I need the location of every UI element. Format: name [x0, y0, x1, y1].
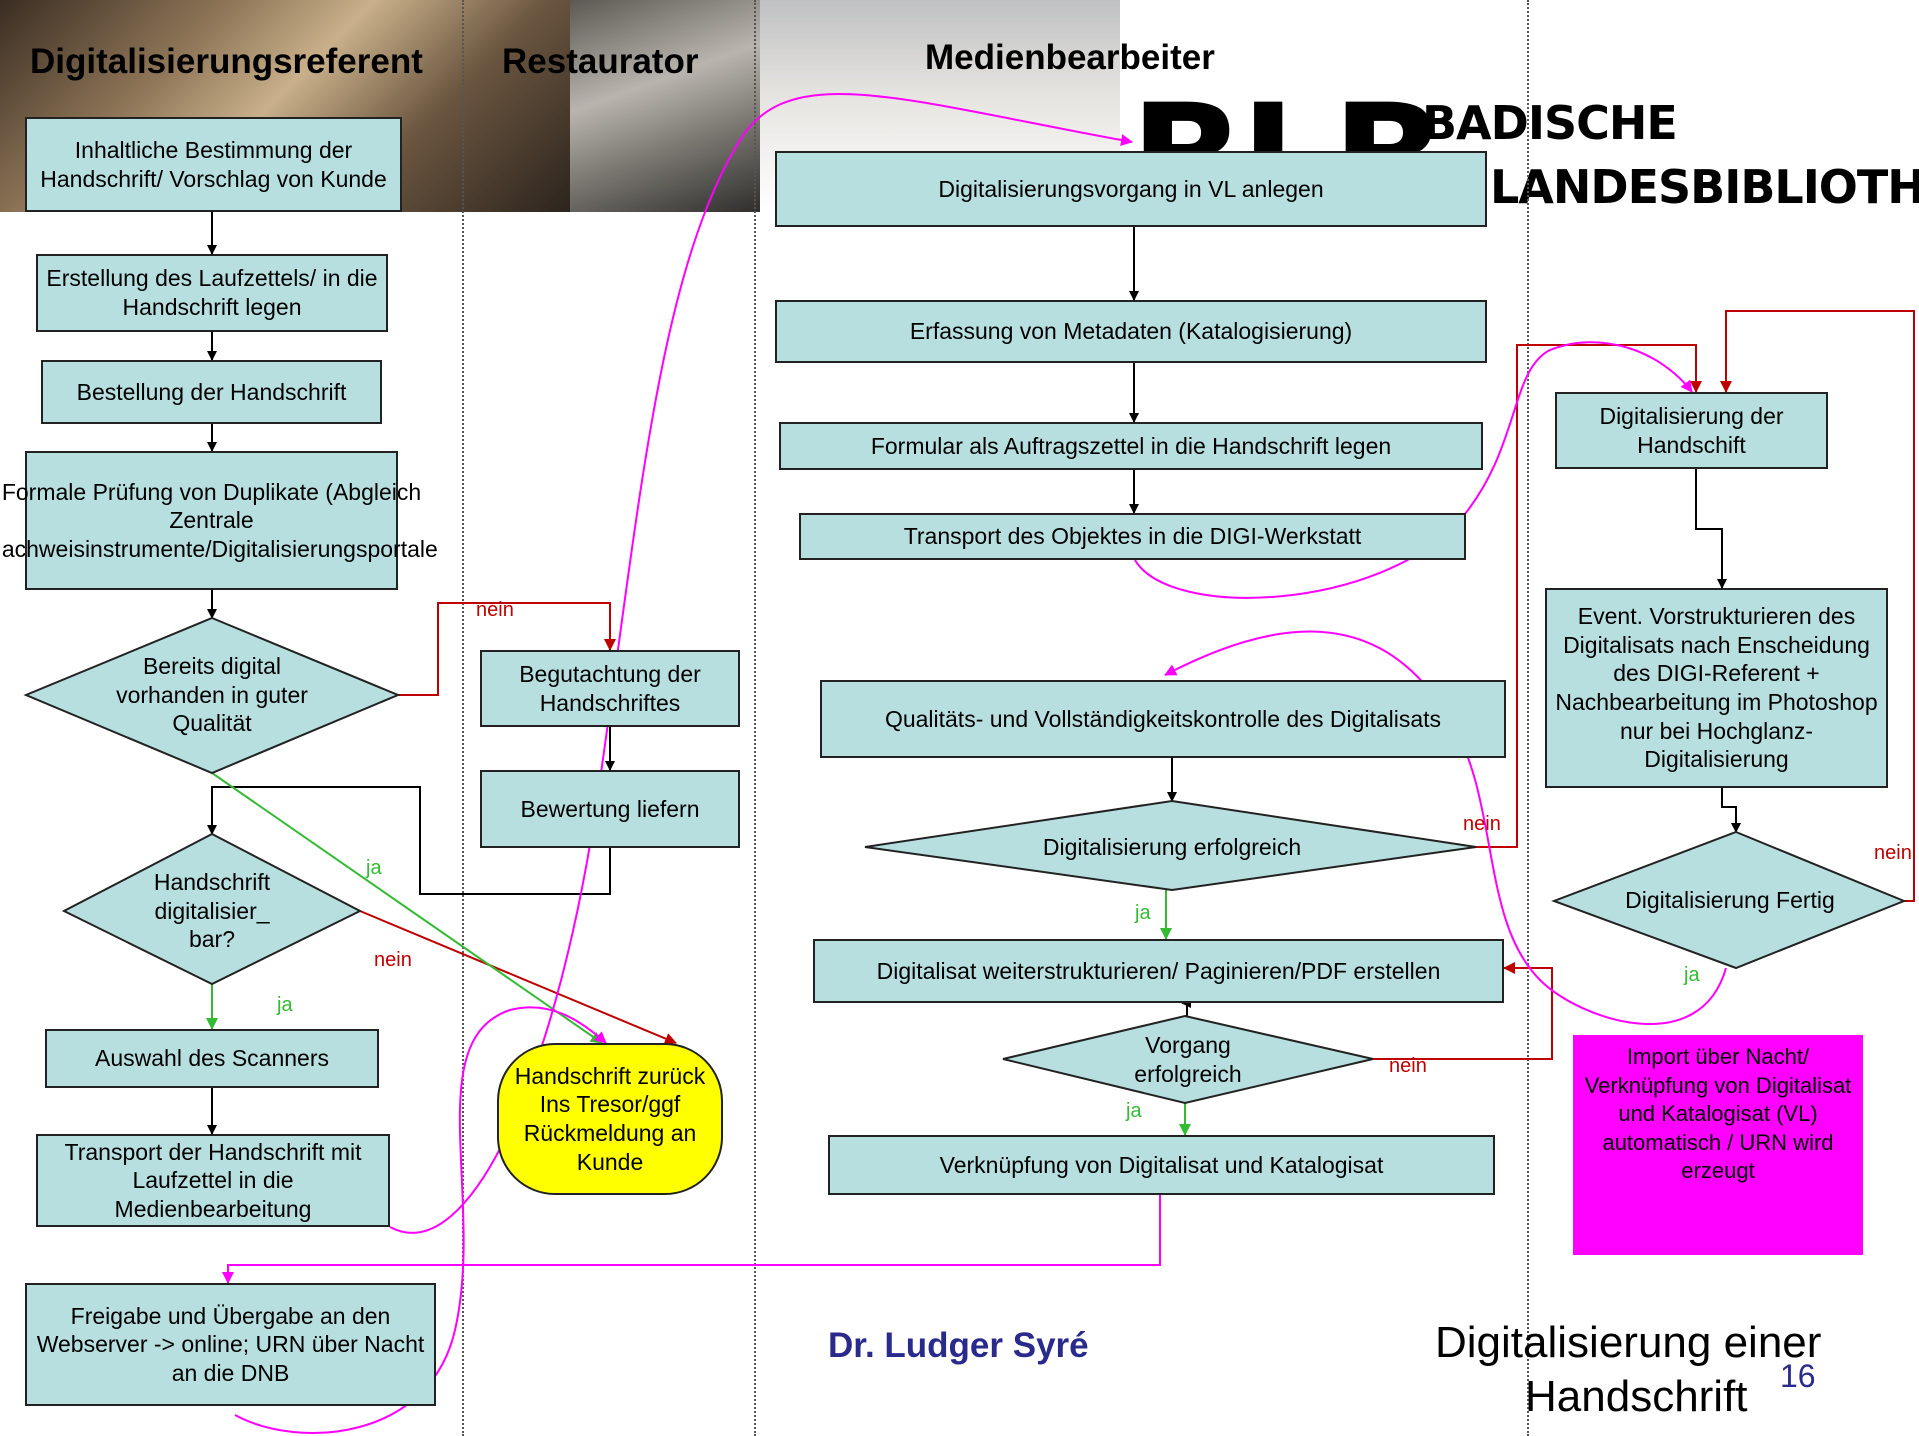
terminal-handschrift-zurueck: Handschrift zurück Ins Tresor/ggf Rückme… — [497, 1043, 723, 1195]
logo-text-landesbibliothek: LANDESBIBLIOTHEK — [1490, 160, 1919, 214]
nein-d3-w1 — [1476, 344, 1702, 848]
box-begutachtung: Begutachtung der Handschriftes — [480, 650, 740, 727]
box-formular-auftragszettel: Formular als Auftragszettel in die Hands… — [779, 422, 1483, 470]
flow-m4-to-w1 — [1134, 341, 1693, 599]
box-import-ueber-nacht: Import über Nacht/ Verknüpfung von Digit… — [1573, 1035, 1863, 1255]
logo-text-badische: BADISCHE — [1422, 96, 1678, 150]
box-bestellung-handschrift: Bestellung der Handschrift — [41, 360, 382, 424]
lane-header-restaurator: Restaurator — [502, 42, 699, 81]
box-formale-pruefung: Formale Prüfung von Duplikate (Abgleich … — [0, 451, 438, 590]
box-transport-objekt: Transport des Objektes in die DIGI-Werks… — [799, 513, 1466, 560]
blb-logo-letters: BLB — [1130, 85, 1442, 155]
decision-digitalisierung-fertig-shape — [1551, 830, 1907, 970]
box-bewertung-liefern: Bewertung liefern — [480, 770, 740, 848]
label-ja-d3: ja — [1135, 902, 1151, 924]
decision-vorgang-erfolgreich: Vorgang erfolgreich — [1134, 1032, 1242, 1087]
label-nein-d4: nein — [1389, 1055, 1427, 1077]
box-metadaten-erfassung: Erfassung von Metadaten (Katalogisierung… — [775, 300, 1487, 363]
nein-d4-m6 — [1373, 962, 1553, 1060]
lane-divider-1 — [462, 0, 464, 1436]
lane-divider-3 — [1527, 0, 1529, 1436]
nein-d1-r1 — [398, 602, 616, 696]
box-verknuepfung: Verknüpfung von Digitalisat und Katalogi… — [828, 1135, 1495, 1195]
box-weiterstrukturieren: Digitalisat weiterstrukturieren/ Paginie… — [813, 939, 1504, 1003]
arrow-r2-d2 — [207, 786, 611, 895]
label-ja-d5: ja — [1684, 964, 1700, 986]
arrow-d4-m6 — [1181, 998, 1191, 1016]
arrow-w1-w2 — [1695, 469, 1727, 589]
nein-d2-terminal — [359, 910, 677, 1045]
arrow-w2-d5 — [1721, 788, 1741, 833]
scanner-photo — [570, 0, 760, 212]
decision-digitalisierung-erfolgreich: Digitalisierung erfolgreich — [1042, 833, 1302, 860]
label-nein-d5: nein — [1874, 842, 1912, 864]
label-nein-d2: nein — [374, 949, 412, 971]
box-qualitaetskontrolle: Qualitäts- und Vollständigkeitskontrolle… — [820, 680, 1506, 758]
decision-vorgang-erfolgreich-shape — [1002, 1014, 1374, 1105]
ja-d1-terminal — [211, 772, 603, 1044]
decision-bereits-digital: Bereits digital vorhanden in guter Quali… — [116, 653, 308, 737]
decision-digitalisierung-fertig: Digitalisierung Fertig — [1625, 886, 1835, 913]
flow-d5-to-m5 — [1164, 630, 1727, 1025]
label-ja-d1: ja — [366, 857, 382, 879]
lane-divider-2 — [754, 0, 756, 1436]
box-freigabe-webserver: Freigabe und Übergabe an den Webserver -… — [25, 1283, 436, 1406]
nein-d5-w1 — [1720, 310, 1915, 902]
box-inhaltliche-bestimmung: Inhaltliche Bestimmung der Handschrift/ … — [25, 117, 402, 212]
slide-title-line2: Handschrift — [1525, 1372, 1748, 1421]
lane-header-medienbearbeiter: Medienbearbeiter — [925, 38, 1215, 77]
label-nein-d3: nein — [1463, 813, 1501, 835]
box-vorgang-anlegen: Digitalisierungsvorgang in VL anlegen — [775, 151, 1487, 227]
label-ja-d4: ja — [1126, 1100, 1142, 1122]
lane-header-digitalisierungsreferent: Digitalisierungsreferent — [30, 42, 423, 81]
flow-m7-to-b7 — [222, 1195, 1161, 1284]
box-digitalisierung-handschrift: Digitalisierung der Handschift — [1555, 392, 1828, 469]
box-transport-handschrift: Transport der Handschrift mit Laufzettel… — [36, 1134, 390, 1227]
label-ja-d2: ja — [277, 994, 293, 1016]
decision-bereits-digital-shape — [23, 616, 401, 775]
decision-digitalisierbar: Handschrift digitalisier_ bar? — [153, 869, 271, 953]
flow-b7-to-terminal — [234, 1006, 607, 1434]
label-nein-d1: nein — [476, 599, 514, 621]
box-vorstrukturieren: Event. Vorstrukturieren des Digitalisats… — [1545, 588, 1888, 788]
slide-title-line1: Digitalisierung einer — [1435, 1318, 1822, 1367]
box-auswahl-scanner: Auswahl des Scanners — [45, 1029, 379, 1088]
decision-digitalisierbar-shape — [61, 832, 363, 986]
box-erstellung-laufzettel: Erstellung des Laufzettels/ in die Hands… — [36, 254, 388, 332]
author-name: Dr. Ludger Syré — [828, 1326, 1089, 1365]
page-number: 16 — [1780, 1358, 1816, 1394]
decision-digitalisierung-erfolgreich-shape — [864, 799, 1477, 892]
